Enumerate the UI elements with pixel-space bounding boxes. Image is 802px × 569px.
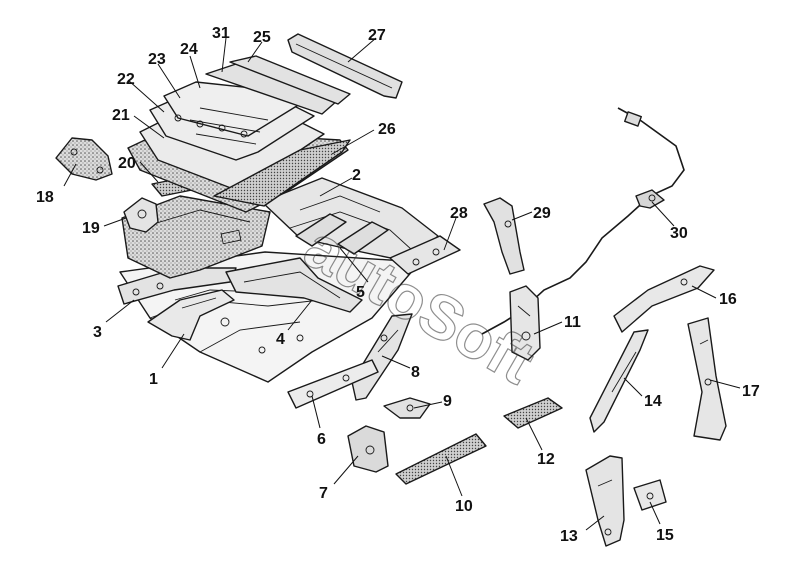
part-label-12: 12 xyxy=(537,451,555,468)
floor-reinforcement-plate xyxy=(503,397,563,429)
rear-bumper-beam xyxy=(287,33,403,99)
part-labels: 1 2 3 4 5 6 7 8 9 10 11 12 13 14 15 16 1… xyxy=(36,25,760,545)
part-label-9: 9 xyxy=(443,393,452,410)
part-label-30: 30 xyxy=(670,225,688,242)
front-pillar xyxy=(589,329,649,433)
mount-bracket xyxy=(383,397,431,419)
rear-floor-stack xyxy=(127,55,351,213)
part-label-1: 1 xyxy=(149,371,158,388)
part-label-10: 10 xyxy=(455,498,473,515)
roof-side-rail xyxy=(613,265,715,333)
front-crossmember xyxy=(147,289,235,341)
rocker-reinforcement xyxy=(395,433,487,485)
part-label-6: 6 xyxy=(317,431,326,448)
part-label-24: 24 xyxy=(180,41,198,58)
part-label-27: 27 xyxy=(368,27,386,44)
part-label-20: 20 xyxy=(118,155,136,172)
part-label-2: 2 xyxy=(352,167,361,184)
rear-wheelhouse-panel xyxy=(509,285,541,361)
part-label-5: 5 xyxy=(356,284,365,301)
part-label-25: 25 xyxy=(253,29,271,46)
part-label-16: 16 xyxy=(719,291,737,308)
rear-floor-panel xyxy=(121,195,271,279)
center-pillar-inner xyxy=(351,313,413,401)
part-label-14: 14 xyxy=(644,393,662,410)
part-label-17: 17 xyxy=(742,383,760,400)
part-label-28: 28 xyxy=(450,205,468,222)
wheelarch-panel xyxy=(585,455,625,547)
part-label-29: 29 xyxy=(533,205,551,222)
side-member-left xyxy=(295,213,389,255)
part-label-26: 26 xyxy=(378,121,396,138)
part-label-19: 19 xyxy=(82,220,100,237)
part-label-11: 11 xyxy=(564,314,581,331)
rear-side-sill xyxy=(389,235,461,275)
part-label-13: 13 xyxy=(560,528,578,545)
front-side-member xyxy=(287,359,379,409)
part-label-31: 31 xyxy=(212,25,230,42)
part-label-7: 7 xyxy=(319,485,328,502)
part-label-4: 4 xyxy=(276,331,285,348)
spare-wheel-support xyxy=(123,197,159,233)
support-box xyxy=(347,425,389,473)
part-label-8: 8 xyxy=(411,364,420,381)
part-label-3: 3 xyxy=(93,324,102,341)
part-label-15: 15 xyxy=(656,527,674,544)
rear-bracket xyxy=(55,137,113,181)
center-crossmember xyxy=(225,257,363,313)
leader-lines xyxy=(63,37,741,531)
part-label-23: 23 xyxy=(148,51,166,68)
part-label-18: 18 xyxy=(36,189,54,206)
small-plate xyxy=(633,479,667,511)
part-label-22: 22 xyxy=(117,71,135,88)
center-pillar-outer xyxy=(687,317,727,441)
part-label-21: 21 xyxy=(112,107,130,124)
rear-pillar-inner xyxy=(483,197,525,275)
